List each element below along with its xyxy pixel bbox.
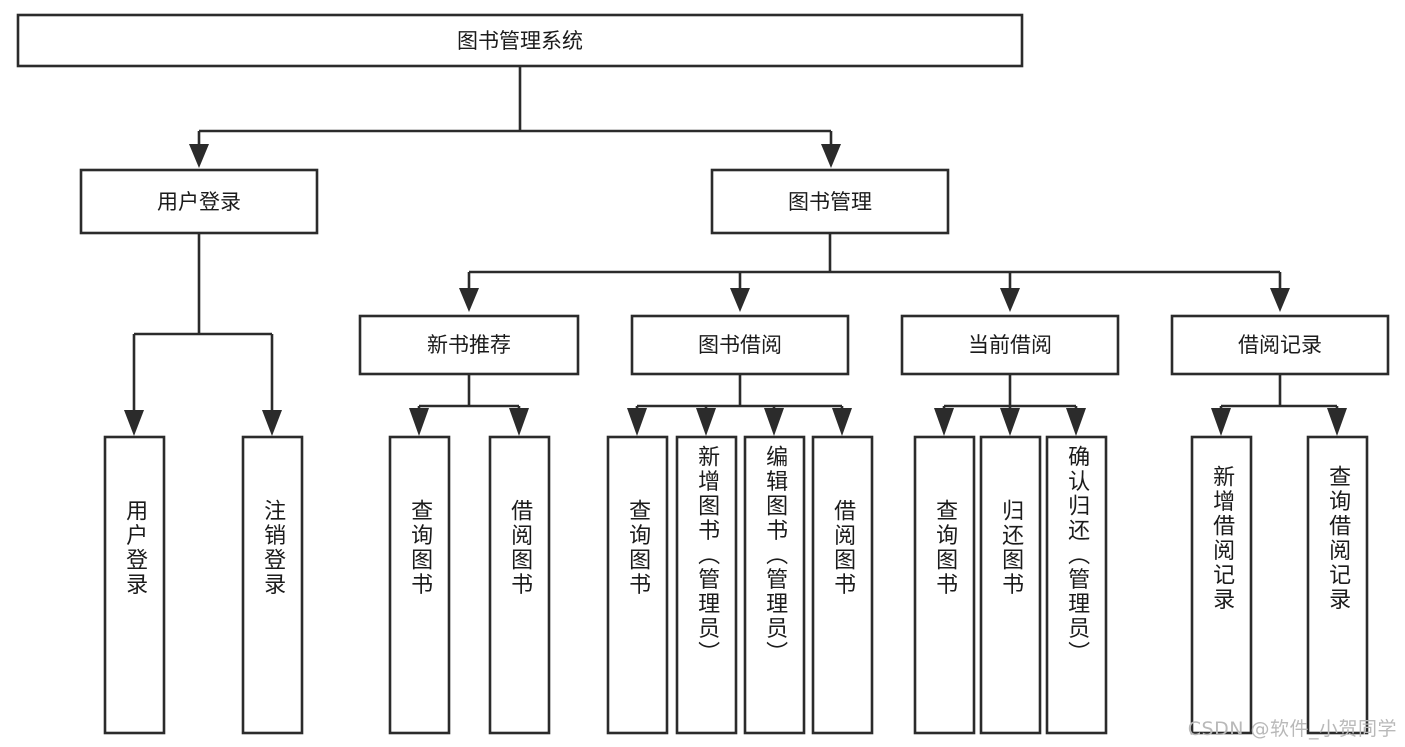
leaf-box[interactable] <box>103 435 166 735</box>
leaf-box[interactable] <box>743 435 806 735</box>
leaf-box[interactable] <box>388 435 451 735</box>
connector-userlogin-to-leaves <box>124 233 282 436</box>
connector-bookborrow-to-leaves <box>627 374 852 436</box>
leaf-box[interactable] <box>606 435 669 735</box>
node-user-login-label: 用户登录 <box>157 190 241 214</box>
node-root[interactable] <box>16 13 1024 68</box>
node-book-borrow-label: 图书借阅 <box>698 333 782 357</box>
node-book-management[interactable] <box>710 168 950 235</box>
node-new-book-recommend[interactable] <box>358 314 580 376</box>
connector-newbook-to-leaves <box>409 374 529 436</box>
node-book-borrow[interactable] <box>630 314 850 376</box>
node-current-borrow-label: 当前借阅 <box>968 333 1052 357</box>
connector-root-to-level2 <box>189 66 841 168</box>
leaf-box[interactable] <box>241 435 304 735</box>
leaf-box[interactable] <box>811 435 874 735</box>
connector-currentborrow-to-leaves <box>934 374 1086 436</box>
leaf-box[interactable] <box>913 435 976 735</box>
node-current-borrow[interactable] <box>900 314 1120 376</box>
leaf-box[interactable] <box>1190 435 1253 735</box>
leaf-box[interactable] <box>979 435 1042 735</box>
leaf-box[interactable] <box>1045 435 1108 735</box>
node-root-label: 图书管理系统 <box>457 29 583 53</box>
node-borrow-record-label: 借阅记录 <box>1238 333 1322 357</box>
node-new-book-recommend-label: 新书推荐 <box>427 333 511 357</box>
connector-bookmgmt-to-level3 <box>459 233 1290 312</box>
node-borrow-record[interactable] <box>1170 314 1390 376</box>
leaf-box[interactable] <box>1306 435 1369 735</box>
connector-borrowrecord-to-leaves <box>1211 374 1347 436</box>
leaf-box[interactable] <box>488 435 551 735</box>
node-user-login[interactable] <box>79 168 319 235</box>
node-book-management-label: 图书管理 <box>788 190 872 214</box>
watermark-text: CSDN @软件_小贺同学 <box>1187 718 1397 740</box>
leaf-box[interactable] <box>675 435 738 735</box>
